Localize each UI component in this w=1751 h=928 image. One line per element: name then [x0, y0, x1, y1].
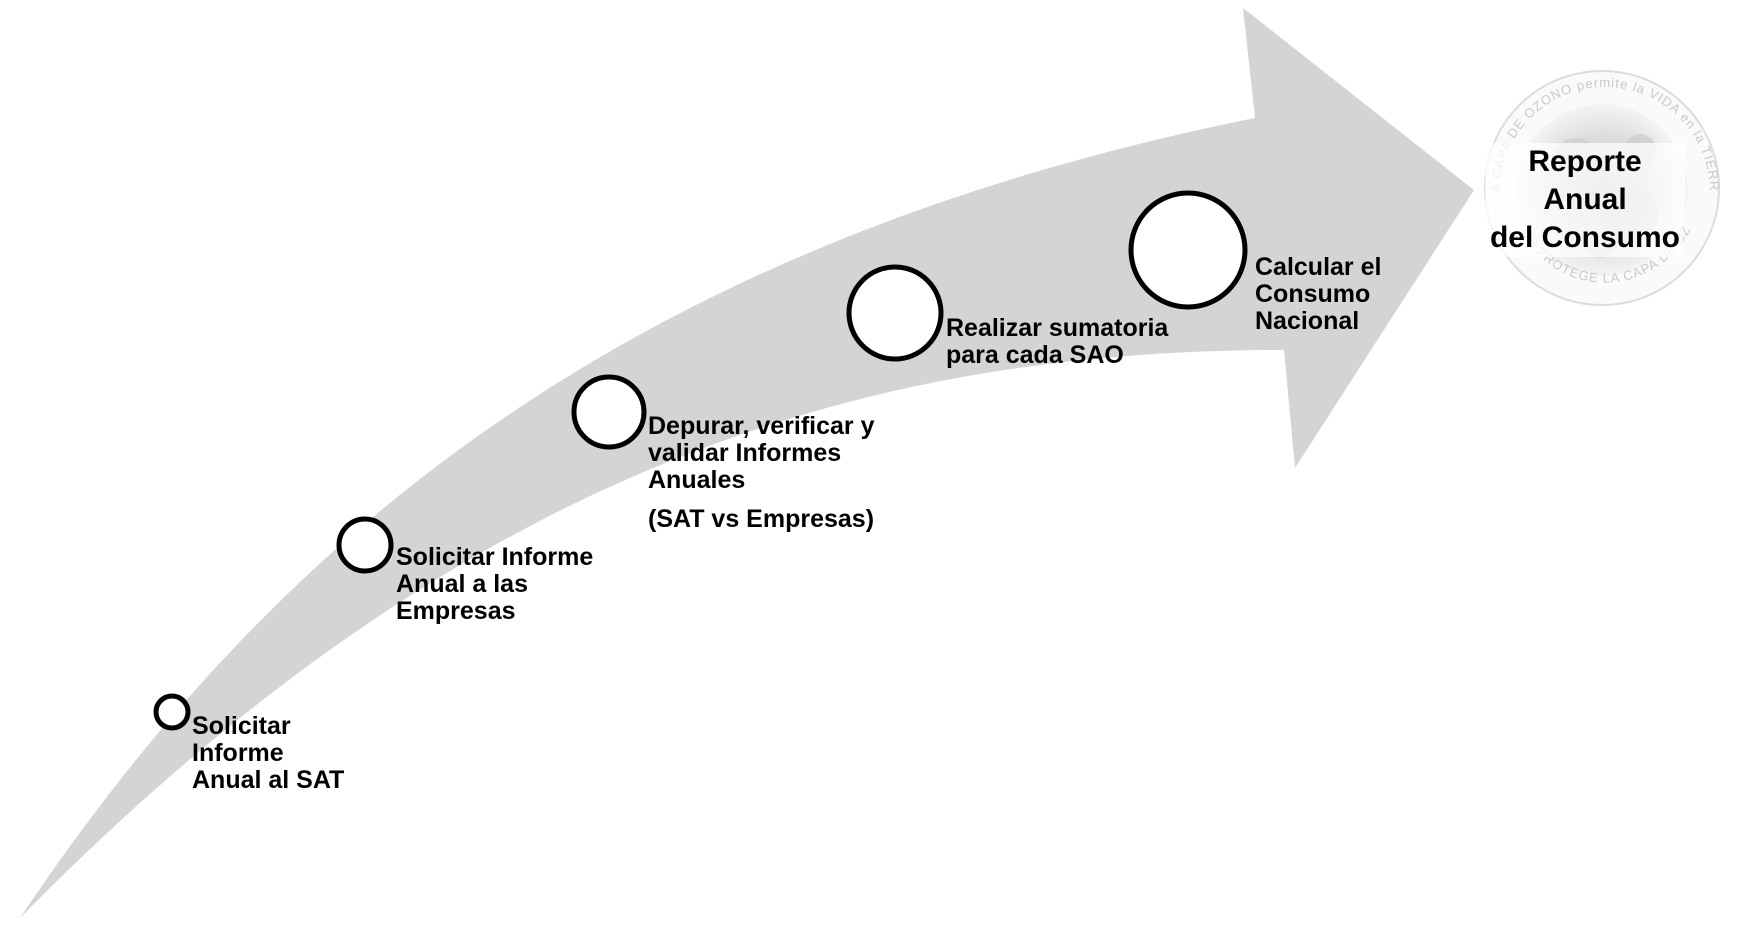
goal-title: Reporte Anual del Consumo: [1485, 143, 1685, 257]
step-label-note: (SAT vs Empresas): [648, 505, 875, 533]
step-label-4: Realizar sumatoria para cada SAO: [946, 315, 1168, 369]
step-label-2: Solicitar Informe Anual a las Empresas: [396, 544, 593, 625]
step-label-line: Anual a las: [396, 570, 528, 598]
step-label-5: Calcular el Consumo Nacional: [1255, 254, 1381, 335]
step-label-line: Solicitar: [192, 712, 291, 740]
step-label-line: Empresas: [396, 597, 516, 625]
step-label-line: Informe: [192, 739, 284, 767]
progress-arrow: [20, 8, 1474, 918]
step-label-1: Solicitar Informe Anual al SAT: [192, 713, 344, 794]
step-label-line: Anuales: [648, 466, 746, 494]
step-marker-1: [153, 693, 191, 731]
step-label-line: Solicitar Informe: [396, 543, 594, 571]
seal-top-text: LA CAPA DE OZONO permite la VIDA en la T…: [0, 0, 1722, 193]
step-label-line: Consumo: [1255, 280, 1371, 308]
step-label-3: Depurar, verificar y validar Informes An…: [648, 413, 875, 533]
step-marker-4: [846, 264, 944, 362]
step-label-line: Nacional: [1255, 307, 1360, 335]
step-marker-3: [571, 374, 647, 450]
step-label-line: Realizar sumatoria: [946, 314, 1169, 342]
step-label-line: Anual al SAT: [192, 766, 345, 794]
step-label-line: Calcular el: [1255, 253, 1382, 281]
step-label-line: validar Informes: [648, 439, 842, 467]
step-marker-2: [336, 516, 394, 574]
goal-title-line: del Consumo: [1486, 219, 1683, 257]
step-label-line: para cada SAO: [946, 341, 1124, 369]
step-marker-5: [1128, 190, 1248, 310]
goal-title-line: Reporte Anual: [1485, 143, 1685, 219]
step-label-line: Depurar, verificar y: [648, 412, 875, 440]
